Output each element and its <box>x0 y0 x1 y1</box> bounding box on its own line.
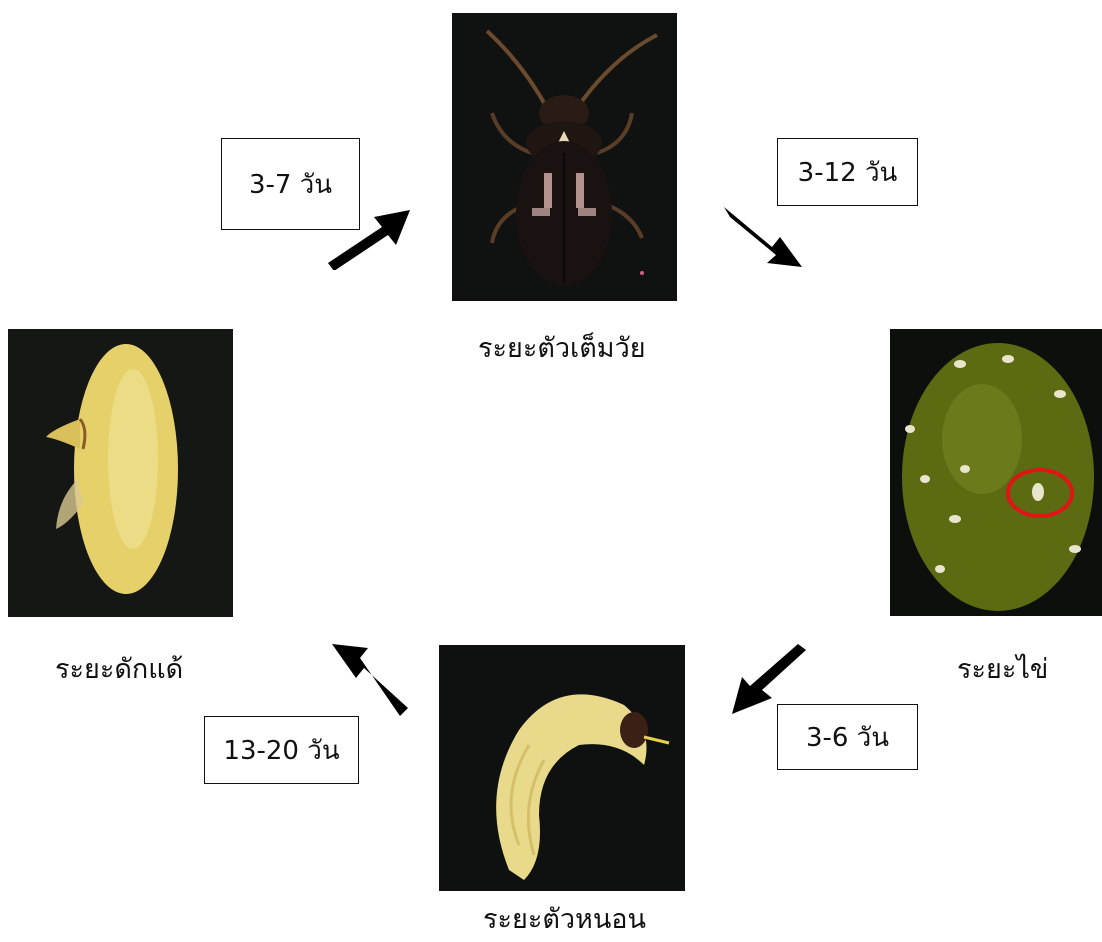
pupa-photo <box>8 329 233 617</box>
arrow-pupa-to-adult <box>320 205 415 270</box>
adult-stage-label: ระยะตัวเต็มวัย <box>478 326 646 369</box>
arrow-adult-to-egg <box>722 195 807 270</box>
larva-photo <box>439 645 685 891</box>
larva-stage-label: ระยะตัวหนอน <box>483 897 646 940</box>
duration-larva-to-pupa-box: 13-20 วัน <box>204 716 359 784</box>
arrow-larva-to-pupa <box>330 640 412 718</box>
egg-stage-label: ระยะไข่ <box>957 647 1048 690</box>
arrow-egg-to-larva <box>728 642 810 717</box>
pupa-stage-label: ระยะดักแด้ <box>55 647 183 690</box>
adult-beetle-photo <box>452 13 677 301</box>
eggs-on-seed-photo <box>890 329 1102 616</box>
